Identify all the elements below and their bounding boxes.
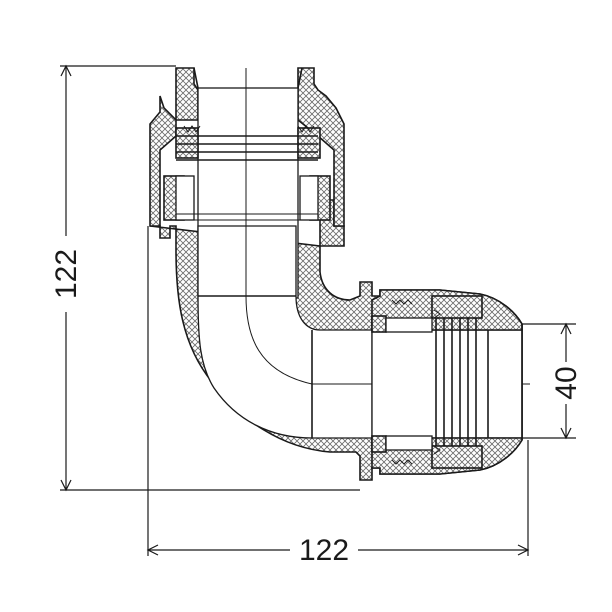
top-nut-left [149,67,199,227]
centerline-curve [245,295,313,385]
width-dimension-label: 122 [299,534,349,567]
inner-bend [197,225,373,439]
top-end-face [193,67,303,89]
dimension-height: 122 [50,64,360,492]
right-socket [371,289,523,475]
right-grip-rings [431,295,483,469]
height-dimension-label: 122 [50,249,83,299]
dimension-diameter: 40 [522,322,583,440]
elbow-bore [197,68,530,439]
diameter-dimension-label: 40 [550,366,583,399]
right-seal [371,299,433,465]
top-grip-rings [175,125,321,161]
dimension-width: 122 [146,226,530,567]
top-seal [163,175,331,221]
right-bore [371,329,523,439]
